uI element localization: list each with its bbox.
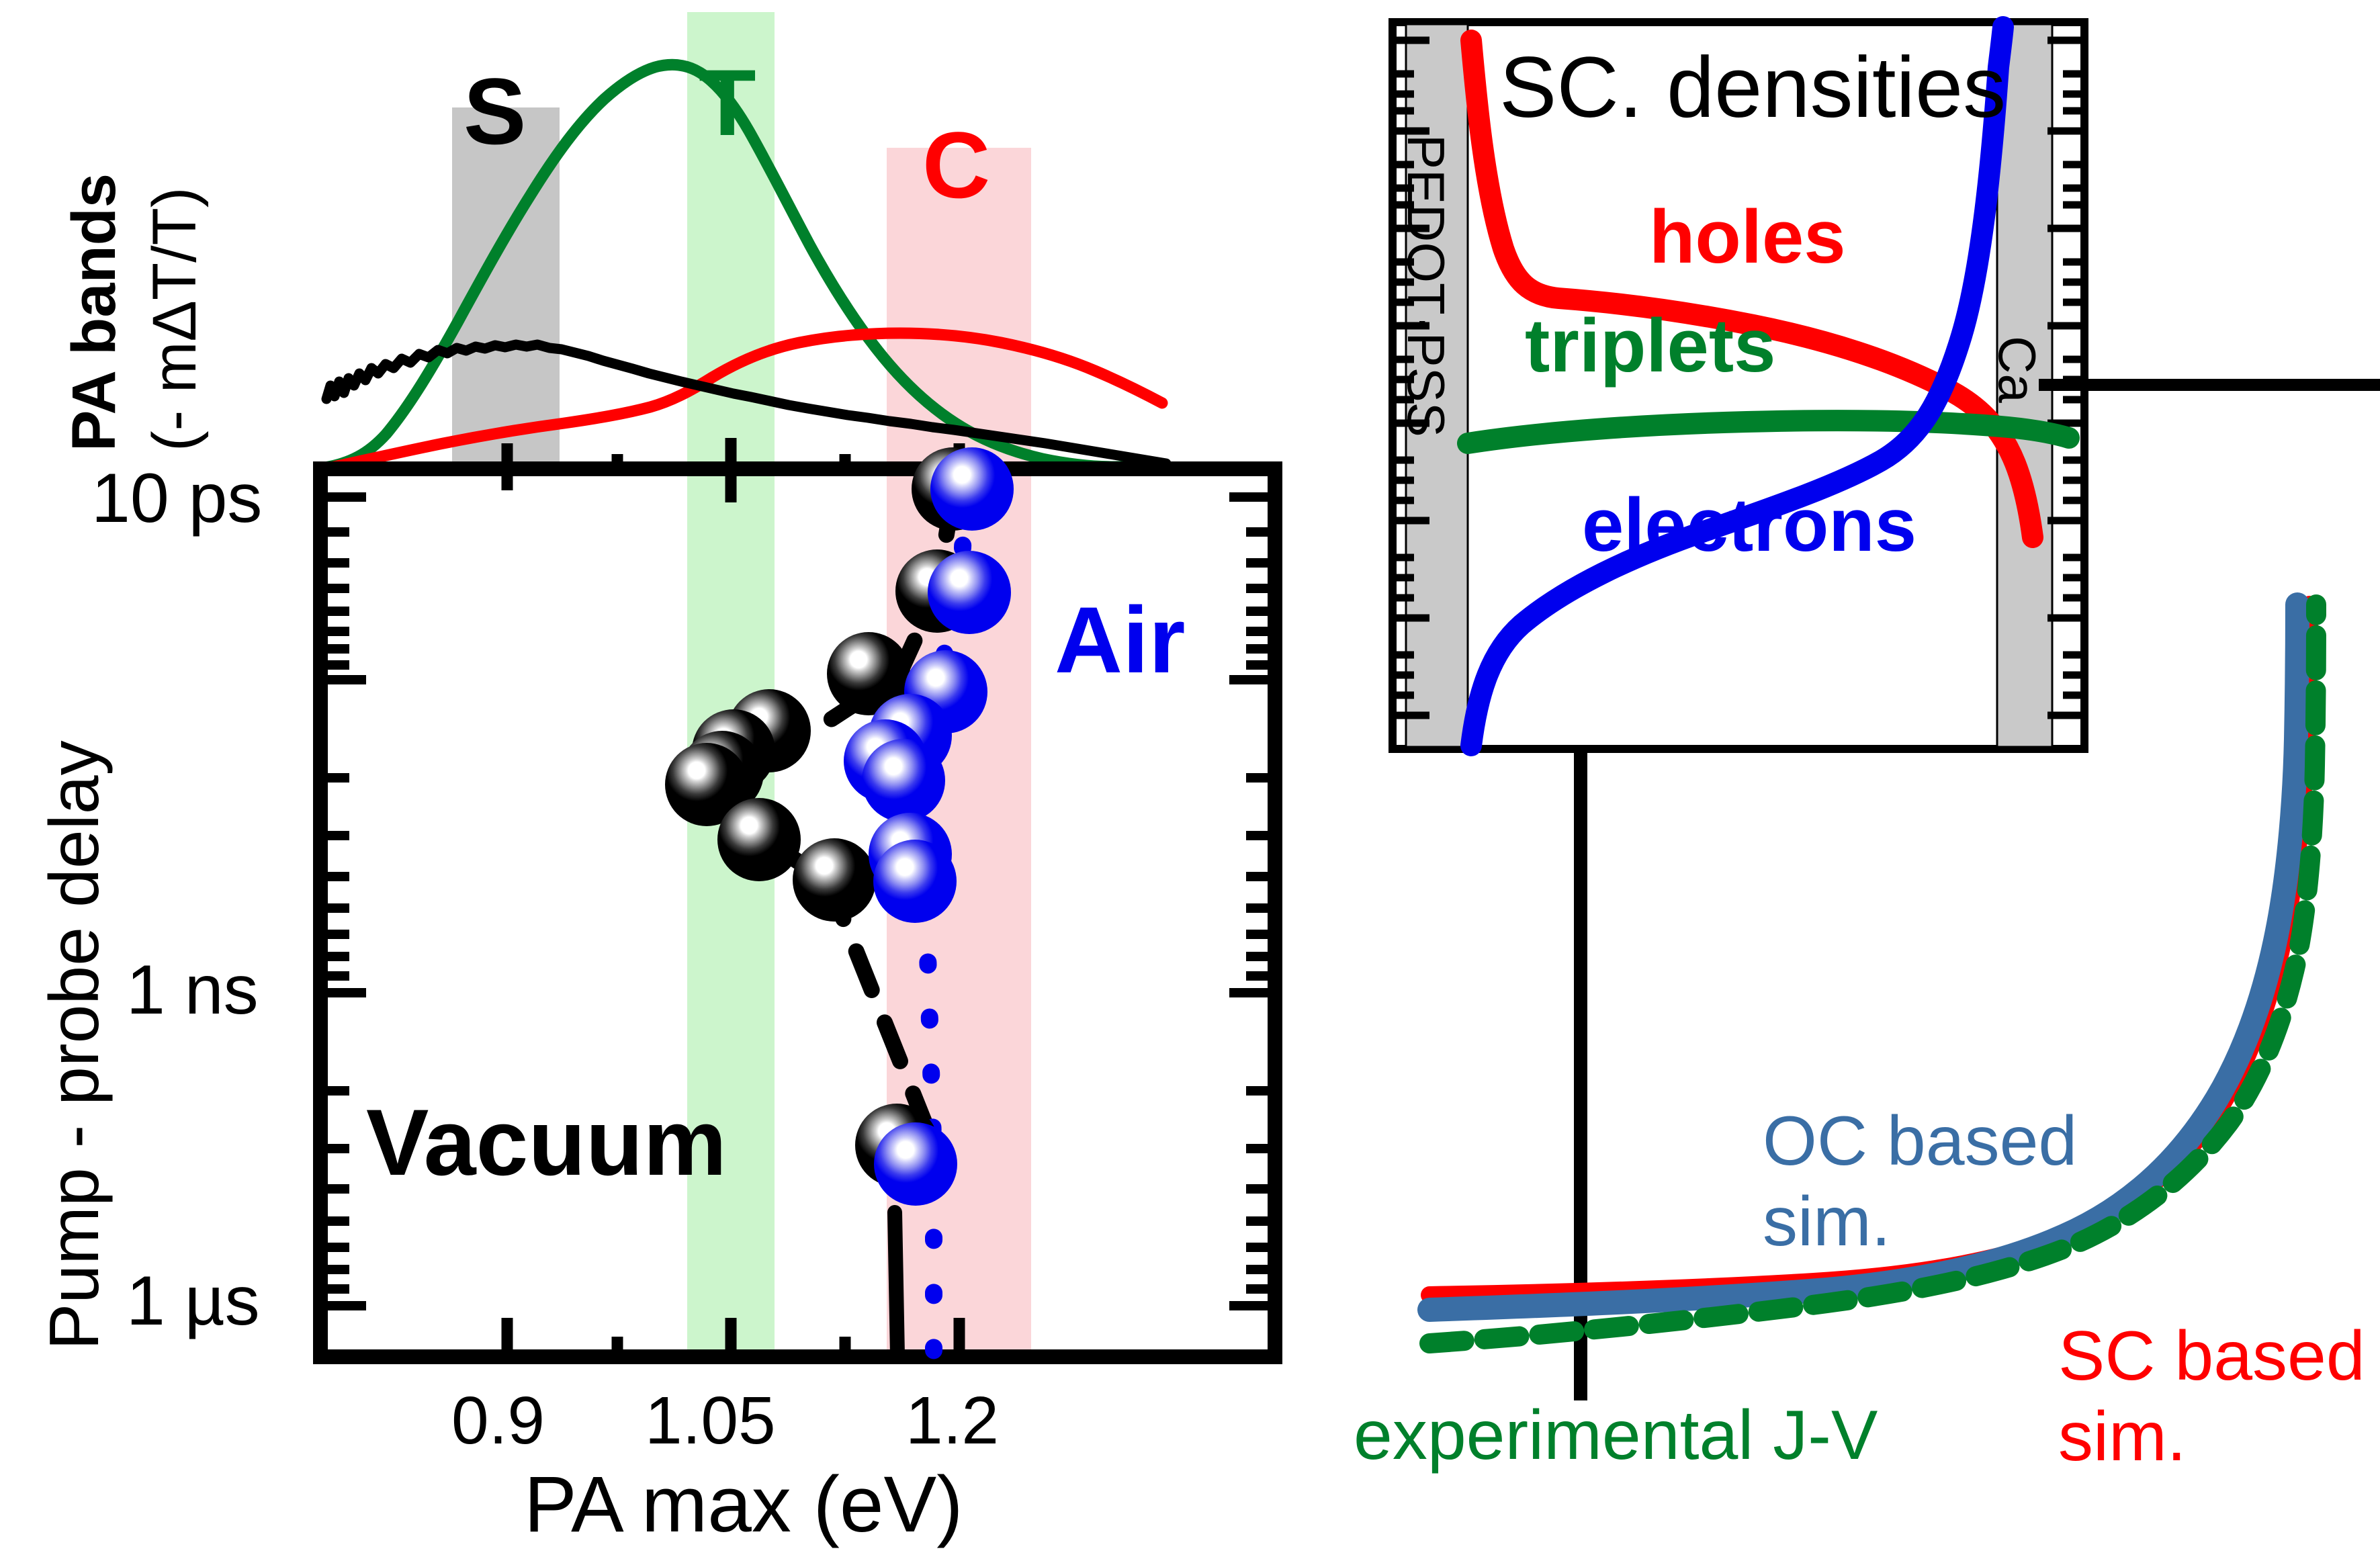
delay-plot-area [320, 469, 1275, 1357]
sc-curve-triplets [1457, 410, 2080, 454]
air-trend-line [878, 482, 974, 1362]
holes-label: holes [1649, 195, 1846, 279]
panel-delay [313, 447, 1282, 1364]
band-label-charge: C [922, 112, 991, 218]
delay-yticks-right [1229, 492, 1275, 1310]
spectrum-curve-charge [318, 327, 1168, 475]
spectrum-curve-singlet [321, 339, 1172, 469]
data-point [862, 739, 945, 822]
data-point [665, 743, 748, 826]
delay-xtick-0-9: 0.9 [451, 1383, 545, 1458]
air-data-points [844, 447, 1014, 1206]
band-shade-charge [887, 148, 1031, 469]
delay-yaxis-label: Pump - probe delay [36, 740, 114, 1350]
delay-xtick-1-05: 1.05 [645, 1383, 776, 1458]
band-label-triplet: T [699, 50, 756, 155]
jv-curve-experimental [1419, 594, 2326, 1353]
delay-ytick-10ps: 10 ps [91, 459, 263, 537]
panel-spectra [318, 12, 1275, 476]
panel-sc-densities [1389, 16, 2380, 1400]
sc-curve-electrons [1460, 16, 2014, 756]
delay-ytick-1us: 1 µs [126, 1262, 260, 1340]
data-point [930, 447, 1014, 531]
oc-sim-label-line1: OC based [1763, 1102, 2078, 1180]
air-lower-black-guide [887, 1205, 905, 1363]
data-point [873, 840, 957, 923]
data-point [874, 1122, 957, 1206]
spectra-yaxis-label-line2: (- mΔT/T) [140, 187, 209, 451]
panel-jv [1417, 592, 2326, 1353]
delay-ytick-1ns: 1 ns [126, 951, 259, 1029]
vacuum-label: Vacuum [366, 1089, 727, 1195]
data-point [793, 838, 876, 922]
data-point [717, 798, 801, 881]
electrode-label-ca: Ca [1988, 336, 2047, 403]
band-label-singlet: S [464, 58, 527, 164]
delay-xaxis-label: PA max (eV) [524, 1460, 963, 1549]
sc-sim-label-line2: sim. [2058, 1398, 2187, 1476]
delay-xtick-1-2: 1.2 [906, 1383, 1000, 1458]
sc-curve-holes [1460, 30, 2043, 548]
data-point [928, 551, 1011, 634]
air-label: Air [1055, 587, 1186, 693]
electrons-label: electrons [1582, 483, 1916, 567]
spectra-yaxis-label-line1: PA bands [60, 173, 128, 451]
sc-sim-label-line1: SC based [2058, 1317, 2365, 1395]
jv-curve-oc-sim [1417, 592, 2309, 1322]
delay-band-triplet [687, 469, 775, 1357]
sc-yticks-left [1393, 36, 1429, 719]
electrode-pedot-pss [1405, 23, 1469, 748]
data-point [827, 632, 910, 715]
sc-densities-title: SC. densities [1499, 40, 2007, 136]
delay-yticks-left [320, 492, 366, 1310]
delay-xticks [501, 469, 965, 1357]
triplets-label: triplets [1525, 304, 1776, 388]
oc-sim-label-line2: sim. [1763, 1183, 1891, 1261]
experimental-jv-label: experimental J-V [1354, 1396, 1878, 1474]
electrode-label-pedot-pss: PEDOT·PSS [1397, 134, 1456, 437]
